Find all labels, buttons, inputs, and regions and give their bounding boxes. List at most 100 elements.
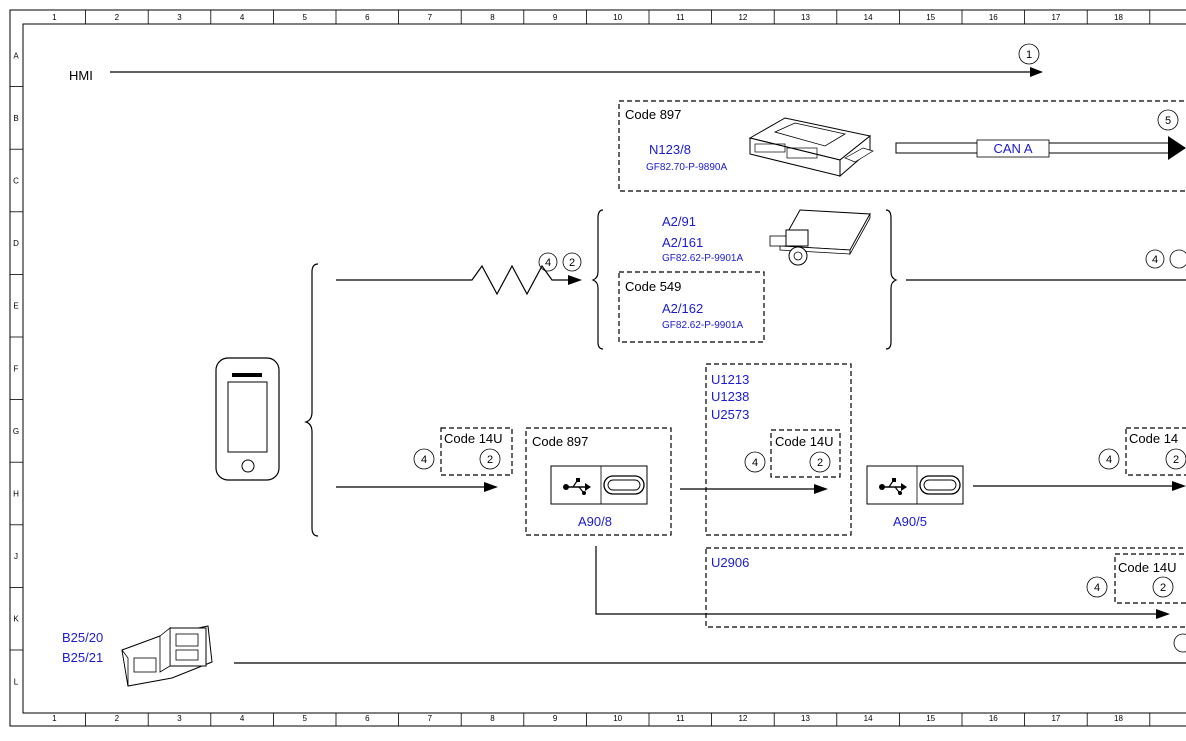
antenna-module-icon (769, 209, 871, 266)
column-number-top: 8 (490, 13, 495, 22)
circle-4-antenna-out (1145, 249, 1165, 269)
smartphone-icon (215, 357, 280, 481)
column-number-bottom: 14 (864, 714, 873, 723)
column-number-bottom: 1 (52, 714, 57, 723)
gf-a2-162-ref-link[interactable]: GF82.62-P-9901A (662, 320, 743, 331)
hmi-arrow (1030, 67, 1043, 77)
column-number-top: 1 (52, 13, 57, 22)
code-897-usb-label: Code 897 (532, 434, 588, 449)
circle-4-wireless (538, 252, 558, 272)
column-number-top: 11 (676, 13, 685, 22)
gf-n123-ref-link[interactable]: GF82.70-P-9890A (646, 162, 727, 173)
column-number-top: 2 (115, 13, 120, 22)
circle-2-left (479, 448, 501, 470)
column-number-top: 18 (1114, 13, 1123, 22)
sheet-frame (9, 9, 1186, 727)
b25-21-label[interactable]: B25/21 (62, 650, 103, 665)
wireless-link-line (336, 264, 570, 296)
column-number-bottom: 7 (428, 714, 433, 723)
column-number-bottom: 17 (1051, 714, 1060, 723)
row-letter: L (14, 677, 19, 686)
column-number-bottom: 4 (240, 714, 245, 723)
n123-8-label[interactable]: N123/8 (649, 142, 691, 157)
column-number-bottom: 18 (1114, 714, 1123, 723)
circle-5-label: 5 (1165, 115, 1171, 127)
code-14u-bottom-label: Code 14U (1118, 560, 1177, 575)
can-a-arrow (1168, 136, 1186, 160)
left-brace (591, 209, 604, 350)
column-number-top: 14 (864, 13, 873, 22)
circle-4-mid-label: 4 (752, 457, 758, 469)
column-number-top: 17 (1051, 13, 1060, 22)
a90-5-label[interactable]: A90/5 (893, 514, 927, 529)
code-14u-left-box (440, 427, 513, 476)
u-codes-box (705, 363, 852, 536)
a90-8-down-route (595, 546, 1158, 615)
circle-2-bottom-label: 2 (1160, 582, 1166, 594)
code-14u-right-box (1125, 427, 1186, 476)
row-letter: D (13, 239, 19, 248)
can-a-label: CAN A (993, 141, 1032, 156)
code-14u-left-label: Code 14U (444, 431, 503, 446)
circle-1 (1018, 43, 1040, 65)
column-number-top: 4 (240, 13, 245, 22)
circle-2-bottom (1152, 576, 1174, 598)
column-number-top: 13 (801, 13, 810, 22)
row-letter: K (13, 615, 19, 624)
code-14u-mid-box (770, 429, 841, 478)
u1213-label[interactable]: U1213 (711, 372, 749, 387)
column-number-top: 16 (989, 13, 998, 22)
a90-8-label[interactable]: A90/8 (578, 514, 612, 529)
circle-4-bottom (1086, 576, 1108, 598)
row-letter: F (14, 364, 19, 373)
phone-brace (304, 263, 319, 537)
column-number-bottom: 13 (801, 714, 810, 723)
code-14u-right-label: Code 14 (1129, 431, 1178, 446)
wireless-link-arrow (568, 275, 582, 285)
b25-20-label[interactable]: B25/20 (62, 630, 103, 645)
code-897-group-box (618, 100, 1186, 192)
column-number-top: 5 (302, 13, 307, 22)
a2-162-label[interactable]: A2/162 (662, 301, 703, 316)
circle-2-left-label: 2 (487, 454, 493, 466)
circle-4-mid (744, 451, 766, 473)
column-number-top: 9 (553, 13, 558, 22)
usb-c-port-icon (550, 465, 648, 505)
circle-1-label: 1 (1026, 49, 1032, 61)
row-letter: J (14, 552, 18, 561)
phone-usb-arrow (484, 482, 498, 492)
a2-161-label[interactable]: A2/161 (662, 235, 703, 250)
usb-c-port-a90-5-icon (866, 465, 964, 505)
row-letter: B (13, 114, 18, 123)
code-897-usb-box (525, 427, 672, 536)
code-14u-mid-label: Code 14U (775, 434, 834, 449)
u2906-label[interactable]: U2906 (711, 555, 749, 570)
column-number-bottom: 16 (989, 714, 998, 723)
circle-partial-bottom (1173, 633, 1186, 653)
circle-partial-antenna-out (1169, 249, 1186, 269)
circle-4-bottom-label: 4 (1094, 582, 1100, 594)
a2-91-label[interactable]: A2/91 (662, 214, 696, 229)
u2573-label[interactable]: U2573 (711, 407, 749, 422)
circle-2-right-label: 2 (1173, 454, 1179, 466)
column-number-bottom: 8 (490, 714, 495, 723)
row-letter: C (13, 177, 19, 186)
column-number-bottom: 10 (613, 714, 622, 723)
circle-2-wireless (562, 252, 582, 272)
u1238-label[interactable]: U1238 (711, 389, 749, 404)
column-number-top: 7 (428, 13, 433, 22)
a90-5-output-arrow (1172, 481, 1186, 491)
circle-2-wireless-label: 2 (569, 257, 575, 269)
row-letter: H (13, 490, 19, 499)
circle-4-antenna-out-label: 4 (1152, 254, 1158, 266)
gf-a2-161-ref-link[interactable]: GF82.62-P-9901A (662, 253, 743, 264)
circle-4-phone-usb-label: 4 (421, 454, 427, 466)
code-897-label: Code 897 (625, 107, 681, 122)
circle-4-phone-usb (413, 448, 435, 470)
code-549-label: Code 549 (625, 279, 681, 294)
circle-2-right (1165, 448, 1186, 470)
